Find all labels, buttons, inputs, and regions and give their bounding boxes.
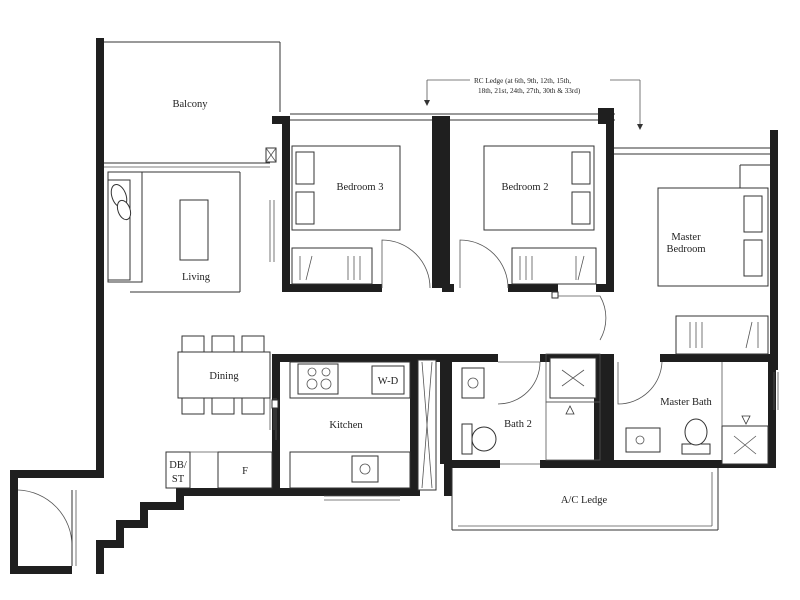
basin: [625, 427, 661, 453]
kitchen-furniture: [165, 359, 437, 491]
label-bedroom2: Bedroom 2: [502, 182, 549, 193]
shower: [721, 425, 769, 465]
master-bedroom-furniture: [657, 187, 769, 355]
fridge: [217, 451, 273, 489]
label-fridge: F: [242, 466, 248, 477]
dining-furniture: [177, 335, 271, 415]
bath2-fixtures: [461, 353, 601, 461]
washer-dryer: [371, 365, 405, 395]
dining-table: [177, 351, 271, 399]
wardrobe: [511, 247, 597, 285]
rc-ledge-line2: 18th, 21st, 24th, 27th, 30th & 33rd): [478, 87, 581, 95]
coffee-table: [179, 199, 209, 261]
balcony-area: [104, 41, 281, 168]
rc-ledge-annotation: RC Ledge (at 6th, 9th, 12th, 15th, 18th,…: [424, 77, 643, 130]
stove: [297, 363, 339, 395]
label-ac-ledge: A/C Ledge: [561, 495, 608, 506]
label-kitchen: Kitchen: [329, 420, 363, 431]
label-bath2: Bath 2: [504, 419, 532, 430]
basin: [461, 367, 485, 399]
label-wd: W-D: [378, 376, 399, 387]
room-labels: Balcony Bedroom 3 Bedroom 2 Master Bedro…: [169, 99, 712, 506]
outer-walls: [10, 38, 778, 574]
wardrobe: [675, 315, 769, 355]
toilet: [461, 423, 473, 455]
wardrobe: [291, 247, 373, 285]
bedroom2-furniture: [483, 145, 597, 285]
label-master-bedroom-line1: Master: [671, 232, 701, 243]
label-master-bedroom-line2: Bedroom: [666, 244, 705, 255]
label-db-line1: DB/: [169, 460, 187, 471]
label-living: Living: [182, 272, 211, 283]
label-db-line2: ST: [172, 474, 185, 485]
entrance-door: [17, 489, 77, 566]
db-st-cabinet: [165, 451, 191, 489]
master-bath-fixtures: [625, 362, 769, 465]
label-master-bath: Master Bath: [660, 397, 712, 408]
living-furniture: [107, 171, 241, 293]
label-balcony: Balcony: [173, 99, 209, 110]
windows: [269, 200, 779, 501]
label-bedroom3: Bedroom 3: [337, 182, 384, 193]
sink: [351, 455, 379, 483]
rc-ledge-line1: RC Ledge (at 6th, 9th, 12th, 15th,: [474, 77, 571, 85]
label-dining: Dining: [209, 371, 239, 382]
bedroom3-furniture: [265, 145, 401, 285]
